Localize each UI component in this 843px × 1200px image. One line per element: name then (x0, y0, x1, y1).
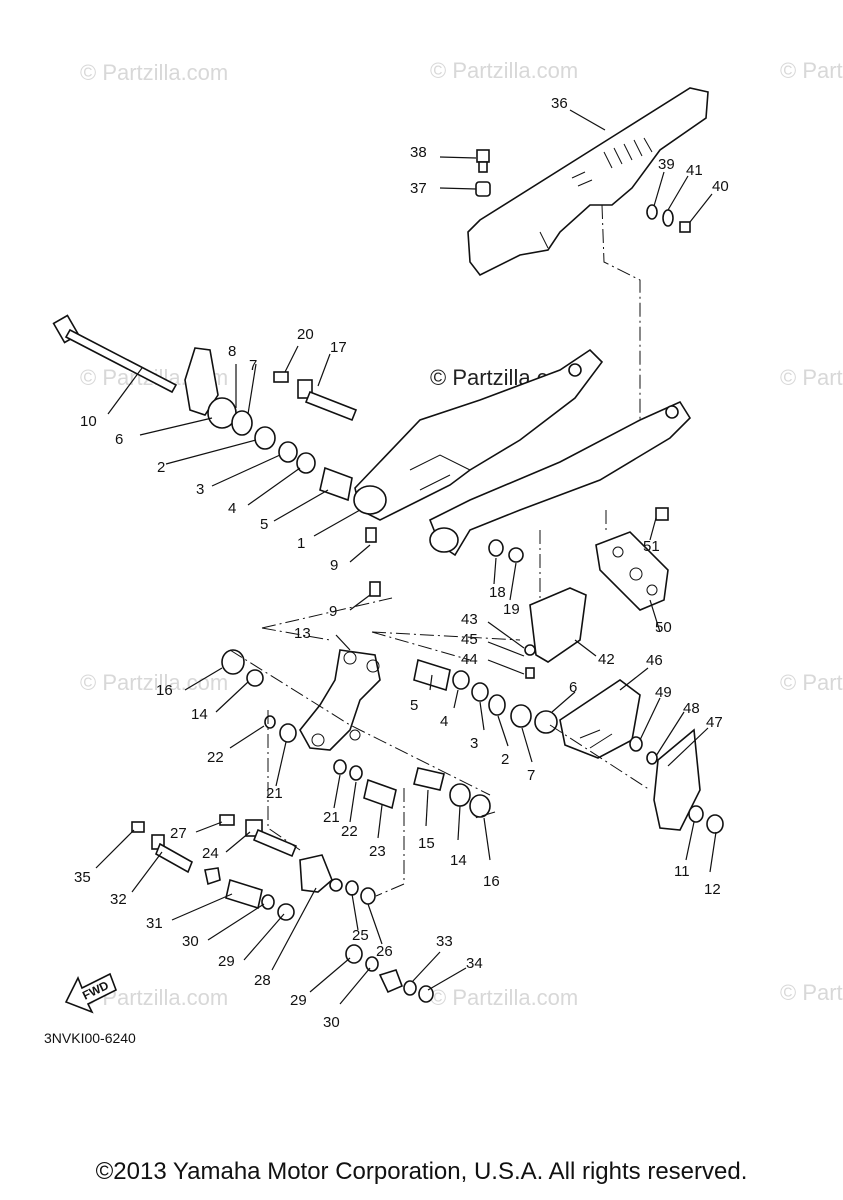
label-46: 46 (646, 652, 663, 669)
label-47: 47 (706, 714, 723, 731)
label-4-right: 4 (440, 713, 448, 730)
label-14-right: 14 (450, 852, 467, 869)
label-41: 41 (686, 162, 703, 179)
label-11: 11 (674, 863, 690, 880)
watermark-top-left: © Partzilla.com (80, 60, 228, 85)
label-6: 6 (115, 431, 123, 448)
label-15: 15 (418, 835, 435, 852)
label-50: 50 (655, 619, 672, 636)
label-12: 12 (704, 881, 721, 898)
pivot-stack-right (413, 658, 558, 734)
label-32: 32 (110, 891, 127, 908)
collar-18-nut-19-parts (488, 539, 524, 563)
label-27: 27 (170, 825, 187, 842)
label-7-right: 7 (527, 767, 535, 784)
label-28: 28 (254, 972, 271, 989)
watermark-top-right: © Partzilla.com (780, 58, 843, 83)
label-14-left: 14 (191, 706, 208, 723)
label-26: 26 (376, 943, 393, 960)
chain-case-part (467, 87, 709, 277)
label-24: 24 (202, 845, 219, 862)
label-37: 37 (410, 180, 427, 197)
label-7: 7 (249, 357, 257, 374)
watermark-bottom-center: © Partzilla.com (430, 985, 578, 1010)
rear-arm-part (353, 348, 692, 557)
label-16-right: 16 (483, 873, 500, 890)
label-35: 35 (74, 869, 91, 886)
relay-lower-bushings (264, 715, 491, 818)
label-3: 3 (196, 481, 204, 498)
label-30-left: 30 (182, 933, 199, 950)
pivot-shaft-part (52, 314, 178, 394)
label-45: 45 (461, 631, 478, 648)
label-5-right: 5 (410, 697, 418, 714)
label-29-left: 29 (218, 953, 235, 970)
label-23: 23 (369, 843, 386, 860)
grease-nipple-20-part (273, 371, 289, 383)
label-2: 2 (157, 459, 165, 476)
label-9-lower: 9 (329, 603, 337, 620)
label-51: 51 (643, 538, 660, 555)
leader-lines (95, 109, 717, 1005)
label-6-right: 6 (569, 679, 577, 696)
bolt-17-part (297, 379, 358, 422)
label-19: 19 (503, 601, 520, 618)
label-21-left: 21 (266, 785, 283, 802)
label-42: 42 (598, 651, 615, 668)
label-16-left: 16 (156, 682, 173, 699)
label-43: 43 (461, 611, 478, 628)
watermark-lower-left: © Partzilla.com (80, 670, 228, 695)
label-22-left: 22 (207, 749, 224, 766)
diagram-code: 3NVKI00-6240 (44, 1030, 136, 1046)
label-38: 38 (410, 144, 427, 161)
rear-arm-exploded-diagram: © Partzilla.com © Partzilla.com © Partzi… (44, 58, 843, 1046)
part-number-labels: 36 38 37 39 41 40 20 17 8 7 10 6 2 3 4 5… (74, 95, 729, 1031)
label-31: 31 (146, 915, 163, 932)
label-10: 10 (80, 413, 97, 430)
label-22-right: 22 (341, 823, 358, 840)
label-34: 34 (466, 955, 483, 972)
label-9-upper: 9 (330, 557, 338, 574)
label-48: 48 (683, 700, 700, 717)
chain-support-50-part (595, 507, 669, 611)
watermark-lower-right: © Partzilla.com (780, 670, 843, 695)
grease-nipple-9-parts (365, 527, 381, 597)
label-29-right: 29 (290, 992, 307, 1009)
label-44: 44 (461, 651, 478, 668)
relay-arm-13-part (299, 649, 381, 751)
label-40: 40 (712, 178, 729, 195)
collar-37-part (475, 181, 491, 197)
label-21-right: 21 (323, 809, 340, 826)
label-17: 17 (330, 339, 347, 356)
watermark-bottom-right: © Partzilla.com (780, 980, 843, 1005)
label-25: 25 (352, 927, 369, 944)
watermark-mid-right: © Partzilla.com (780, 365, 843, 390)
bracket-plate-part (184, 347, 219, 416)
chain-guard-42-part (524, 587, 587, 679)
label-49: 49 (655, 684, 672, 701)
label-36: 36 (551, 95, 568, 112)
label-5: 5 (260, 516, 268, 533)
label-2-right: 2 (501, 751, 509, 768)
chain-case-fasteners (646, 204, 691, 233)
relay-bushings-left (221, 649, 264, 687)
label-39: 39 (658, 156, 675, 173)
connecting-rod-assembly (131, 814, 434, 1003)
pivot-bearing-stack (207, 397, 353, 502)
watermark-top-center: © Partzilla.com (430, 58, 578, 83)
label-13: 13 (294, 625, 311, 642)
label-18: 18 (489, 584, 506, 601)
label-1: 1 (297, 535, 305, 552)
label-30-right: 30 (323, 1014, 340, 1031)
assembly-guide-lines (229, 204, 651, 897)
adjuster-plate-part (653, 728, 724, 834)
label-33: 33 (436, 933, 453, 950)
label-4: 4 (228, 500, 236, 517)
label-8: 8 (228, 343, 236, 360)
label-20: 20 (297, 326, 314, 343)
bolt-38-part (476, 149, 490, 173)
copyright-notice: ©2013 Yamaha Motor Corporation, U.S.A. A… (95, 1158, 748, 1185)
label-3-right: 3 (470, 735, 478, 752)
